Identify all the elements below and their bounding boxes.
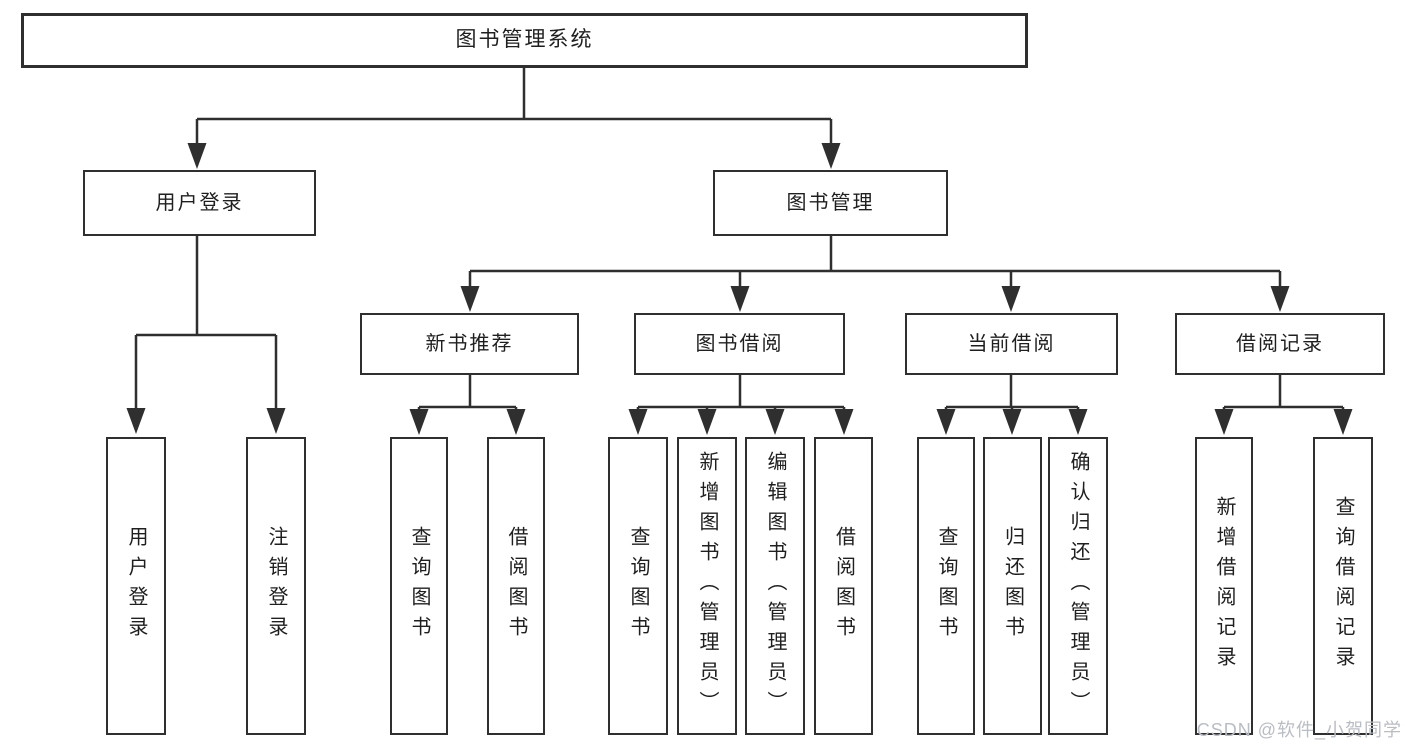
arrowhead-icon — [126, 408, 146, 434]
leaf-node-query-book-recommend: 查询图书 — [390, 437, 448, 735]
arrowhead-icon — [936, 409, 956, 435]
arrowhead-icon — [506, 409, 526, 435]
leaf-node-user-login: 用户登录 — [106, 437, 166, 735]
arrowhead-icon — [266, 408, 286, 434]
leaf-node-add-book-admin: 新增图书（管理员） — [677, 437, 737, 735]
arrowhead-icon — [765, 409, 785, 435]
leaf-node-borrow-book: 借阅图书 — [814, 437, 873, 735]
arrowhead-icon — [697, 409, 717, 435]
leaf-node-confirm-return-admin: 确认归还（管理员） — [1048, 437, 1108, 735]
leaf-node-borrow-book-recommend: 借阅图书 — [487, 437, 545, 735]
arrowhead-icon — [1068, 409, 1088, 435]
leaf-node-logout: 注销登录 — [246, 437, 306, 735]
leaf-node-query-book-current: 查询图书 — [917, 437, 975, 735]
arrowhead-icon — [460, 286, 480, 312]
group-node-current-borrow: 当前借阅 — [905, 313, 1118, 375]
branch-node-book-management: 图书管理 — [713, 170, 948, 236]
group-node-book-borrow: 图书借阅 — [634, 313, 845, 375]
csdn-watermark: CSDN @软件_小贺同学 — [1196, 720, 1402, 740]
leaf-node-edit-book-admin: 编辑图书（管理员） — [745, 437, 805, 735]
arrowhead-icon — [821, 143, 841, 169]
group-node-borrow-records: 借阅记录 — [1175, 313, 1385, 375]
arrowhead-icon — [730, 286, 750, 312]
arrowhead-icon — [1002, 409, 1022, 435]
arrowhead-icon — [409, 409, 429, 435]
branch-node-user-login: 用户登录 — [83, 170, 316, 236]
arrowhead-icon — [628, 409, 648, 435]
arrowhead-icon — [1001, 286, 1021, 312]
arrowhead-icon — [187, 143, 207, 169]
root-node-library-system: 图书管理系统 — [21, 13, 1028, 68]
leaf-node-query-book-borrow: 查询图书 — [608, 437, 668, 735]
arrowhead-icon — [1333, 409, 1353, 435]
arrowhead-icon — [834, 409, 854, 435]
arrowhead-icon — [1214, 409, 1234, 435]
arrowhead-icon — [1270, 286, 1290, 312]
leaf-node-add-borrow-record: 新增借阅记录 — [1195, 437, 1253, 735]
leaf-node-return-book: 归还图书 — [983, 437, 1042, 735]
group-node-new-book-recommend: 新书推荐 — [360, 313, 579, 375]
leaf-node-query-borrow-record: 查询借阅记录 — [1313, 437, 1373, 735]
